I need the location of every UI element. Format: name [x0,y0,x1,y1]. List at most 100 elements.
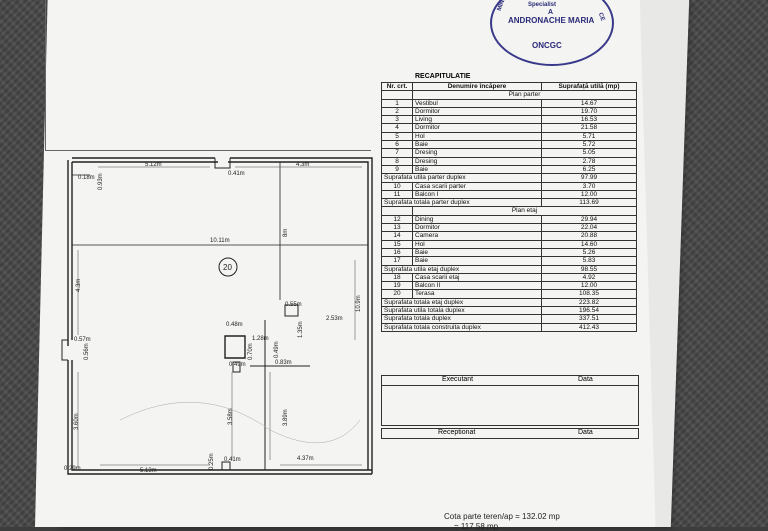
total-value: 113.69 [541,198,637,208]
room-name: Baie [412,164,542,175]
room-name: Dining [412,214,542,225]
room-area: 5.26 [541,247,637,258]
room-name: Dresing [412,156,542,166]
room-area: 6.25 [541,164,637,175]
room-name: Casa scarii etaj [412,272,542,283]
row-number: 3 [381,115,413,125]
stamp-line2: A [548,9,554,16]
total-label: Suprafata totala parter duplex [381,198,542,208]
executant-label: Executant [442,376,474,383]
dim-label: 3.58m [228,408,234,425]
total-label: Suprafata utila parter duplex [381,173,542,183]
row-number: 5 [381,131,413,142]
row-number: 19 [381,281,413,291]
dim-label: 0.49m [274,341,280,358]
room-name: Hol [412,131,542,142]
dim-label: 5.12m [145,162,162,168]
dim-label: 10.9m [356,295,362,312]
room-name: Living [412,115,542,125]
row-number: 7 [381,148,413,158]
row-number: 14 [381,231,413,241]
dim-label: 3.60m [74,413,80,430]
total-label: Suprafata utila totala duplex [381,305,542,316]
row-number: 13 [381,223,413,233]
dim-label: 0.93m [98,173,104,190]
row-number: 20 [381,289,413,299]
row-number: 15 [381,239,413,249]
receptionat-row: Receptionat Data [381,428,639,439]
room-name: Dormitor [412,223,542,233]
executant-date-label: Data [578,376,593,383]
room-marker [218,257,238,277]
top-wall [72,157,373,474]
row-number: 18 [381,272,413,283]
row-number: 16 [381,247,413,258]
dim-label: 8m [283,228,289,237]
dim-label: 5.13m [140,468,157,474]
dim-label: 0.29m [64,466,81,472]
room-area: 5.05 [541,148,637,158]
stamp-name: ANDRONACHE MARIA [508,16,595,25]
dim-label: 0.55m [285,302,302,308]
room-area: 12.00 [541,281,637,291]
table-row: Plan etaj [381,206,637,216]
room-area: 14.67 [541,98,637,108]
dim-label: 2.53m [326,316,343,322]
dim-label: 1.28m [252,336,269,342]
total-label: Suprafata totala etaj duplex [381,297,542,308]
column [224,335,246,359]
room-area: 3.70 [541,181,637,191]
bottom-wall [67,360,372,475]
stamp-line1: Specialist [528,2,557,8]
row-number: 17 [381,256,413,266]
row-number: 2 [381,106,413,117]
dim-label: 0.57m [74,337,91,343]
dim-label: 0.83m [275,360,292,366]
col-header-area: Suprafață utilă (mp) [541,81,637,92]
room-area: 2.78 [541,156,637,166]
total-label: Suprafata utila etaj duplex [381,264,542,274]
recap-title: RECAPITULATIE [415,73,471,80]
recap-table: Nr. crt. Denumire încăpere Suprafață uti… [381,81,637,332]
room-name: Dresing [412,148,542,158]
room-name: Vestibul [412,98,542,108]
room-area: 5.83 [541,256,637,266]
dim-label: 4.3m [76,278,82,292]
stamp-bottom: ONCGC [532,41,562,50]
row-number: 6 [381,140,413,150]
room-name: Camera [412,231,542,241]
room-number: 20 [223,263,232,272]
room-name: Dormitor [412,106,542,117]
dim-label: 0.56m [84,343,90,360]
row-number: 11 [381,189,413,200]
dim-label: 0.18m [78,175,95,181]
dim-label: 3.89m [283,409,289,426]
dim-label: 4.37m [297,456,314,462]
row-number: 1 [381,98,413,108]
dim-label: 0.41m [228,171,245,177]
room-name: Baie [412,140,542,150]
dim-label: 1.35m [298,321,304,338]
room-name: Balcon I [412,189,542,200]
total-value: 97.99 [541,173,637,183]
row-number: 9 [381,164,413,175]
room-area: 16.53 [541,115,637,125]
row-number: 8 [381,156,413,166]
total-label: Suprafata totala duplex [381,314,542,324]
total-value: 98.55 [541,264,637,274]
